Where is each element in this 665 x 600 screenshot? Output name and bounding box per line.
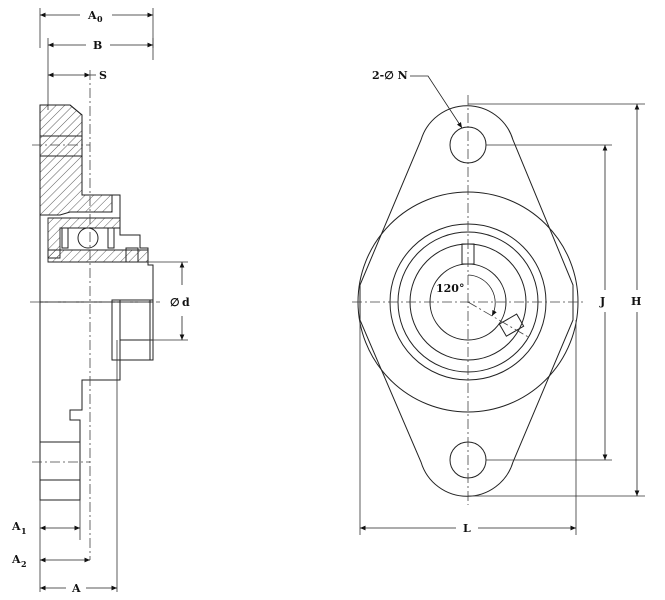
dimension-l: L	[359, 320, 577, 535]
bearing-ball	[77, 227, 99, 249]
dimension-h: H	[468, 103, 645, 497]
l-label: L	[463, 522, 471, 535]
j-label: J	[599, 295, 605, 308]
a2-subscript: 2	[21, 559, 27, 569]
d-label: d	[182, 296, 190, 309]
d-symbol: ∅	[170, 296, 180, 309]
dimension-s: S	[48, 69, 107, 82]
a1-subscript: 1	[21, 526, 27, 536]
b-label: B	[93, 39, 102, 52]
dimension-d: ∅ d	[148, 261, 190, 341]
seal-left	[61, 227, 69, 249]
housing-hub	[111, 299, 154, 361]
side-section-view: A 0 B S	[11, 8, 190, 595]
dimension-a2: A 2	[11, 553, 90, 569]
seal-right	[107, 227, 115, 249]
angle-label: 120°	[436, 282, 464, 295]
a0-label: A	[87, 9, 97, 22]
housing-section-hatch	[39, 104, 113, 216]
set-screw-angled	[498, 313, 525, 337]
set-screw	[125, 247, 139, 263]
front-view: 120° 2-∅ N J H L	[352, 69, 645, 535]
bearing-inner-ring	[47, 249, 149, 263]
flange-outline	[359, 105, 574, 497]
holes-callout: 2-∅ N	[372, 69, 463, 129]
dimension-a: A	[40, 582, 117, 595]
h-label: H	[631, 295, 641, 308]
holes-label: 2-∅ N	[372, 69, 408, 82]
dimension-a1: A 1	[11, 520, 80, 536]
a-label: A	[71, 582, 81, 595]
a1-label: A	[11, 520, 21, 533]
set-screw-top	[461, 243, 475, 265]
s-label: S	[99, 69, 107, 82]
dimension-j: J	[486, 144, 612, 461]
a2-label: A	[11, 553, 21, 566]
a0-subscript: 0	[97, 14, 103, 24]
